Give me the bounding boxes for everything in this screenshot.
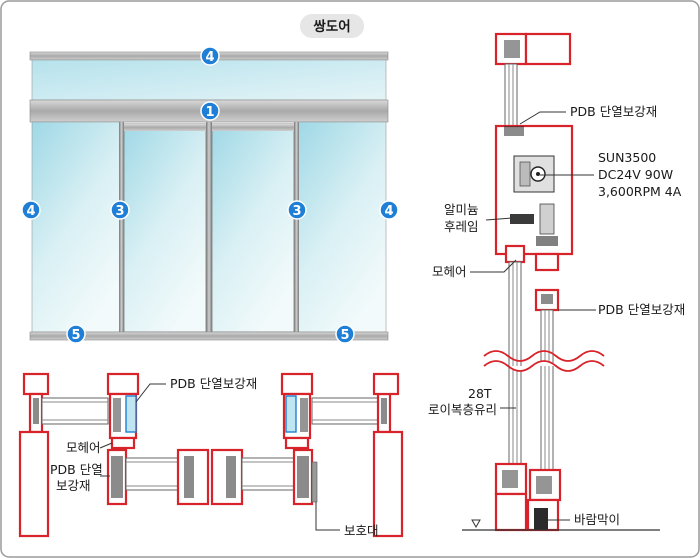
badge-4-right: 4 <box>379 200 399 220</box>
plan-right-top-post <box>372 372 400 396</box>
plan-right-wall <box>372 430 404 538</box>
plan-mohair-left <box>110 436 136 450</box>
svg-text:4: 4 <box>205 50 214 65</box>
glass-label-2: 로이복층유리 <box>428 402 497 417</box>
plan-pdb-insulation-right <box>285 395 297 433</box>
svg-text:4: 4 <box>384 204 393 219</box>
pdb-plan-leader <box>135 383 166 403</box>
badge-4-top: 4 <box>200 46 220 66</box>
svg-text:4: 4 <box>26 204 35 219</box>
pdb-top-label: PDB 단열보강재 <box>570 104 657 119</box>
sliding-door-right <box>211 123 295 333</box>
vs-floor-marker <box>471 519 481 529</box>
sliding-door-left-top-rail <box>124 124 206 131</box>
post-center <box>206 122 212 334</box>
plan-sliding-leaf-left <box>106 448 210 506</box>
vs-glass-right <box>540 309 554 471</box>
vs-leaf-top-left <box>504 244 526 264</box>
aluminum-leader <box>485 217 513 221</box>
protector-leader <box>315 502 340 531</box>
post-right <box>294 122 299 334</box>
pdb-mid-label: PDB 단열보강재 <box>598 302 685 317</box>
pdb-plan-left-label-1: PDB 단열 <box>50 462 103 477</box>
badge-3-left: 3 <box>110 200 130 220</box>
title-pill: 쌍도어 <box>300 14 364 38</box>
fixed-glass-right <box>297 121 387 333</box>
badge-3-right: 3 <box>287 200 307 220</box>
transom-glass <box>31 59 387 101</box>
plan-sliding-leaf-right <box>210 448 314 506</box>
wind-stop-label: 바람막이 <box>574 512 620 527</box>
sliding-door-left <box>123 123 207 333</box>
vs-aluminum-frame <box>510 214 534 224</box>
motor-label-3: 3,600RPM 4A <box>598 184 682 199</box>
svg-text:5: 5 <box>71 328 80 343</box>
aluminum-label-1: 알미늄 <box>444 202 479 217</box>
pdb-plan-left-label-2: 보강재 <box>56 478 91 493</box>
plan-view: PDB 단열보강재 모헤어 PDB 단열 보강재 보호대 <box>18 372 404 538</box>
mohair-leader <box>470 259 517 273</box>
svg-text:3: 3 <box>292 204 301 219</box>
vs-transom-glass <box>504 63 518 127</box>
sliding-door-right-top-rail <box>212 124 294 131</box>
aluminum-label-2: 후레임 <box>444 219 479 234</box>
vertical-section-view: PDB 단열보강재 SUN3500 DC24V 90W 3,600RPM 4A … <box>428 32 685 532</box>
vs-wind-stop <box>534 508 548 530</box>
mohair-plan-label: 모헤어 <box>66 440 101 455</box>
elevation-view: 4 1 4 3 3 4 5 5 <box>21 46 399 344</box>
mohair-label: 모헤어 <box>432 264 467 279</box>
motor-label-1: SUN3500 <box>598 150 656 165</box>
vs-bottom-sill-left <box>494 492 528 532</box>
vs-motor <box>513 155 555 193</box>
plan-protector-strip <box>311 461 318 503</box>
plan-left-mid-post <box>106 372 140 396</box>
pdb-top-leader <box>519 111 566 125</box>
badge-1: 1 <box>200 101 220 121</box>
fixed-glass-left <box>31 121 121 333</box>
post-left <box>119 122 124 334</box>
badge-5-right: 5 <box>335 324 355 344</box>
svg-text:1: 1 <box>205 105 214 120</box>
plan-left-top-post <box>22 372 50 396</box>
plan-left-wall <box>18 430 50 538</box>
pdb-plan-label: PDB 단열보강재 <box>170 376 257 391</box>
vs-leaf-top-right <box>534 252 560 272</box>
badge-4-left: 4 <box>21 200 41 220</box>
svg-text:5: 5 <box>340 328 349 343</box>
vs-glass-left <box>508 261 522 465</box>
bottom-sill <box>29 331 389 341</box>
svg-text:3: 3 <box>115 204 124 219</box>
mohair-plan-leader <box>99 442 113 449</box>
vs-top-post-right <box>524 32 572 66</box>
badge-5-left: 5 <box>66 324 86 344</box>
plan-pdb-insulation-left <box>125 395 137 433</box>
plan-mohair-right <box>284 436 310 450</box>
vs-break-marks <box>483 350 605 372</box>
motor-label-2: DC24V 90W <box>598 167 673 182</box>
glass-label-1: 28T <box>468 386 492 401</box>
plan-right-mid-post <box>280 372 314 396</box>
protector-label: 보호대 <box>344 523 379 538</box>
page-title: 쌍도어 <box>313 18 350 35</box>
